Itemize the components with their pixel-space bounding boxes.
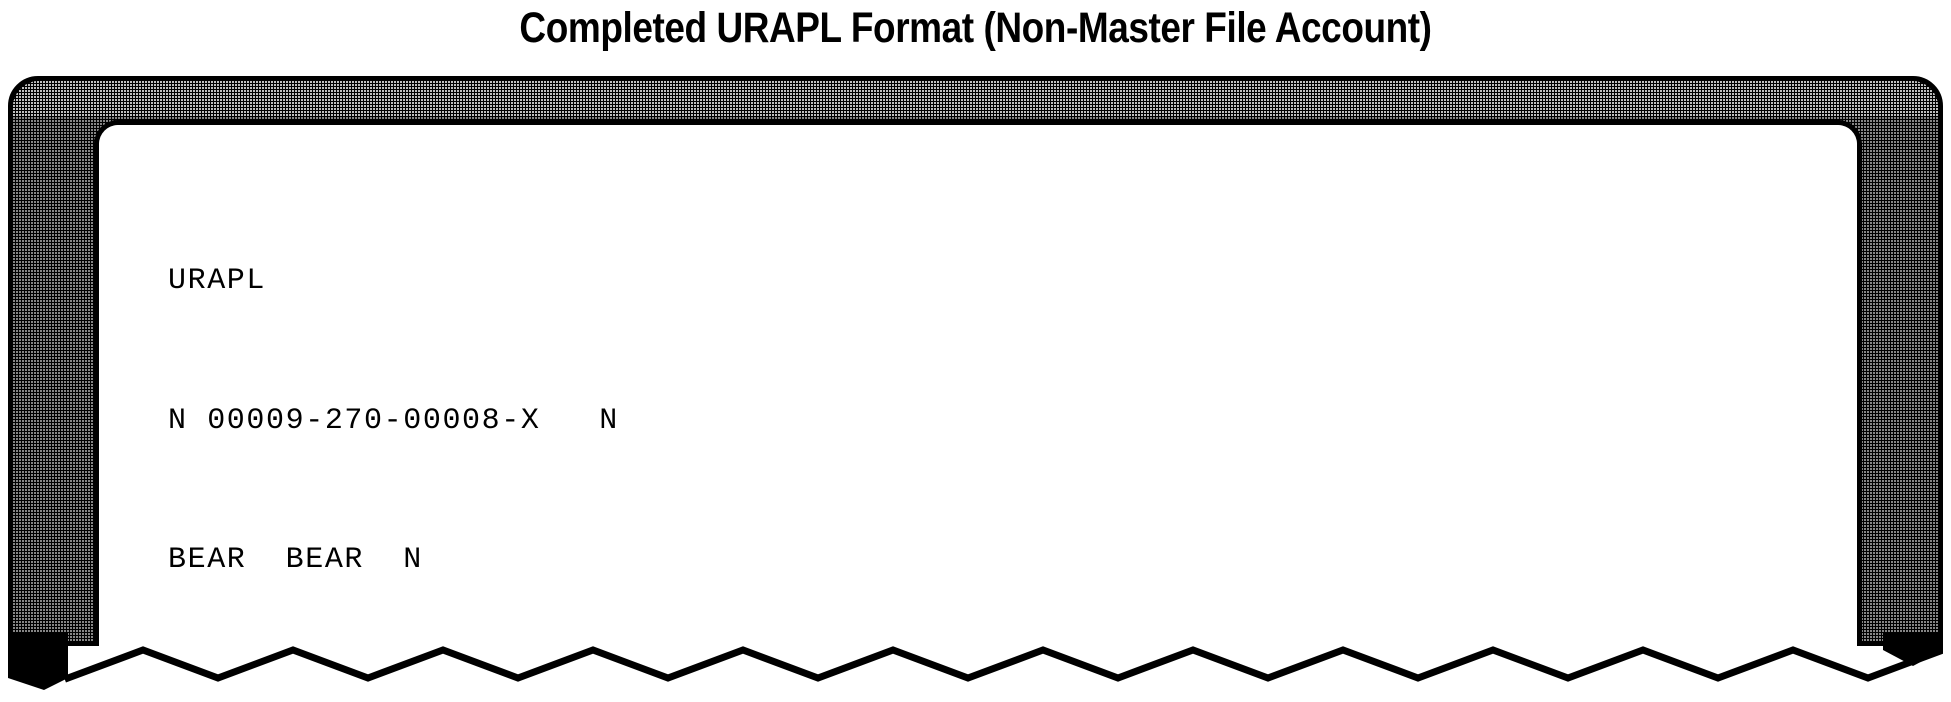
- terminal-device: URAPL N 00009-270-00008-X N BEAR BEAR N …: [8, 76, 1943, 702]
- terminal-line: URAPL: [168, 264, 267, 299]
- terminal-screen[interactable]: URAPL N 00009-270-00008-X N BEAR BEAR N …: [99, 125, 1857, 646]
- terminal-line: BEAR BEAR N: [168, 542, 423, 577]
- terminal-bezel-top-highlight: [13, 81, 1938, 117]
- page-title: Completed URAPL Format (Non-Master File …: [519, 4, 1432, 52]
- terminal-text-area[interactable]: URAPL N 00009-270-00008-X N BEAR BEAR N …: [168, 160, 619, 646]
- torn-paper-bottom-edge: [8, 632, 1943, 702]
- terminal-line: N 00009-270-00008-X N: [168, 403, 619, 438]
